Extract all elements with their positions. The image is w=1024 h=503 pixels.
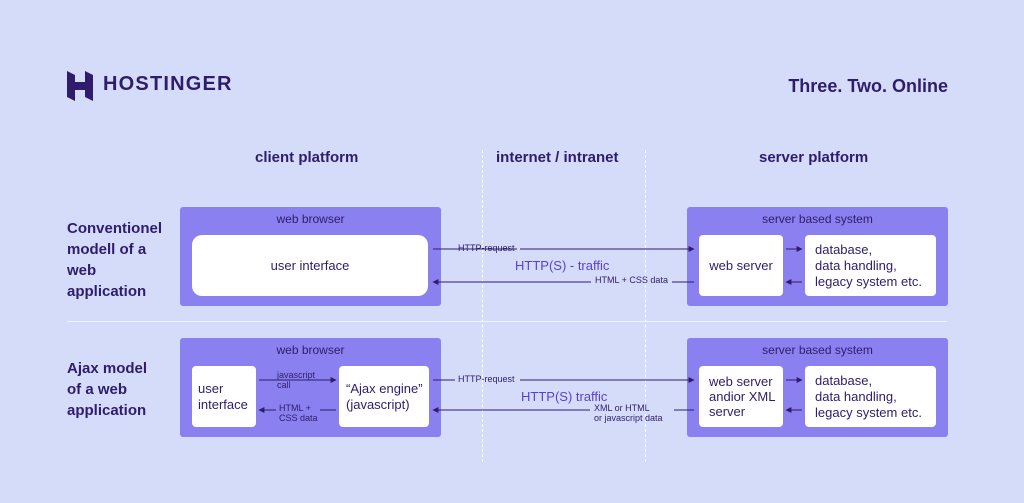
ajax-server-panel: server based system web server andior XM… [687,338,948,437]
divider-rows [67,321,947,322]
panel-title: web browser [276,212,345,226]
conventional-database-box: database, data handling, legacy system e… [805,235,936,296]
panel-title: web browser [276,343,345,357]
ajax-engine-box: “Ajax engine” (javascript) [339,366,429,427]
ajax-web-server-box: web server andior XML server [699,366,783,427]
conventional-traffic-label: HTTP(S) - traffic [515,258,610,273]
ajax-user-interface-box: user interface [192,366,256,427]
ajax-web-browser-panel: web browser user interface “Ajax engine”… [180,338,441,437]
conventional-web-browser-panel: web browser user interface [180,207,441,306]
divider-client-internet [482,150,483,462]
ajax-database-box: database, data handling, legacy system e… [805,366,936,427]
hostinger-h-logo-icon [67,71,93,101]
panel-title: server based system [762,343,873,357]
ajax-response-label: XML or HTML or javascript data [594,403,663,423]
conventional-response-label: HTML + CSS data [595,275,668,285]
brand-name: HOSTINGER [103,73,233,95]
ajax-traffic-label: HTTP(S) traffic [521,389,608,404]
conventional-request-label: HTTP-request [458,243,515,253]
conventional-web-server-box: web server [699,235,783,296]
row-label-ajax: Ajax model of a web application [67,360,148,419]
conventional-user-interface-box: user interface [192,235,428,296]
ajax-html-css-label: HTML + CSS data [279,403,318,423]
divider-internet-server [645,150,646,462]
column-header-internet: internet / intranet [496,149,619,166]
column-header-client: client platform [255,149,359,166]
panel-title: server based system [762,212,873,226]
ajax-javascript-call-label: javascript call [277,370,316,390]
hostinger-logo[interactable] [67,70,227,102]
conventional-server-panel: server based system web server database,… [687,207,948,306]
row-label-conventional: Conventionel modell of a web application [67,220,163,300]
brand-tagline: Three. Two. Online [788,76,948,96]
ajax-request-label: HTTP-request [458,374,515,384]
column-header-server: server platform [759,149,869,166]
